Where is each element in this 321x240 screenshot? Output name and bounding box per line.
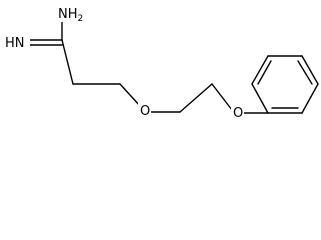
oxygen-label-1: O bbox=[140, 104, 150, 119]
phenyl-ring bbox=[251, 55, 319, 114]
bond-ch2-ch2-b bbox=[179, 83, 213, 113]
ring-double-bond bbox=[257, 60, 272, 85]
atom-ether-oxygen-1: O bbox=[138, 102, 151, 119]
bond-amidine-ch2 bbox=[61, 39, 74, 85]
bond-ch2-o2 bbox=[211, 83, 233, 111]
ring-double-bond bbox=[297, 60, 313, 85]
imine-label: HN bbox=[5, 36, 25, 51]
ring-bond bbox=[301, 83, 319, 114]
atom-imine: HN bbox=[4, 34, 30, 51]
ring-bond bbox=[251, 83, 269, 114]
ring-bond bbox=[251, 55, 269, 85]
bond-ch2-o1 bbox=[119, 83, 141, 107]
amine-label: NH2 bbox=[58, 7, 83, 24]
structure-diagram: NH2 HN O O bbox=[4, 4, 319, 121]
atom-amine: NH2 bbox=[56, 4, 84, 24]
ring-bond bbox=[301, 55, 319, 85]
oxygen-label-2: O bbox=[233, 106, 243, 121]
atom-ether-oxygen-2: O bbox=[231, 104, 244, 121]
